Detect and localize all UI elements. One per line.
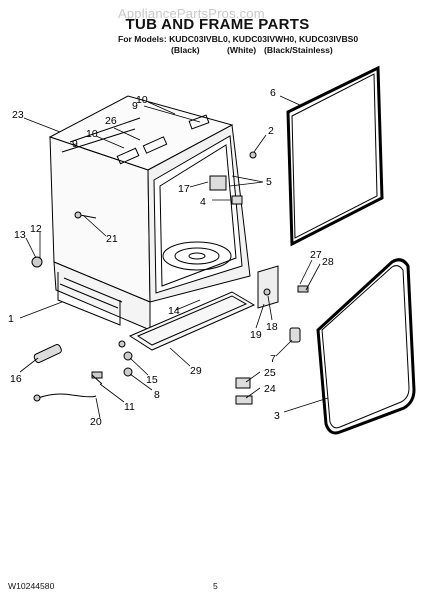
part-16 — [33, 344, 62, 364]
callout: 20 — [90, 416, 102, 428]
color-black: (Black) — [171, 45, 200, 55]
callout: 7 — [270, 353, 276, 365]
callout: 5 — [266, 176, 272, 188]
document-number: W10244580 — [8, 581, 55, 591]
callout: 1 — [8, 313, 14, 325]
callout: 12 — [30, 223, 42, 235]
callout: 9 — [72, 138, 78, 150]
callout: 10 — [86, 128, 98, 140]
callout: 18 — [266, 321, 278, 333]
callout: 4 — [200, 196, 206, 208]
part-20-wire — [37, 393, 97, 399]
callout: 17 — [178, 183, 190, 195]
callout: 10 — [136, 94, 148, 106]
callout: 13 — [14, 229, 26, 241]
callout: 24 — [264, 383, 276, 395]
callout: 28 — [322, 256, 334, 268]
callout: 8 — [154, 389, 160, 401]
model-list: For Models: KUDC03IVBL0, KUDC03IVWH0, KU… — [118, 34, 359, 44]
hinge-bracket — [257, 265, 279, 309]
callout: 6 — [270, 87, 276, 99]
callout: 19 — [250, 329, 262, 341]
watermark: AppliancePartsPros.com — [118, 6, 265, 21]
leader-lines — [19, 95, 329, 419]
callout: 2 — [268, 125, 274, 137]
callout: 9 — [132, 100, 138, 112]
callout: 26 — [105, 115, 117, 127]
callout: 21 — [106, 233, 118, 245]
callout-labels: 23 10 9 26 10 9 2 6 17 5 4 21 13 12 27 2… — [8, 87, 334, 428]
page-title: TUB AND FRAME PARTS — [125, 16, 310, 33]
callout: 23 — [12, 109, 24, 121]
callout: 3 — [274, 410, 280, 422]
callout: 11 — [124, 401, 135, 413]
base-plate — [128, 291, 256, 351]
callout: 15 — [146, 374, 158, 386]
callout: 27 — [310, 249, 322, 261]
page-number: 5 — [213, 581, 218, 591]
tub-gasket — [316, 258, 416, 435]
color-white: (White) — [227, 45, 257, 55]
callout: 29 — [190, 365, 202, 377]
callout: 14 — [168, 305, 180, 317]
color-black-stainless: (Black/Stainless) — [264, 45, 333, 55]
callout: 25 — [264, 367, 276, 379]
tub-assembly — [48, 95, 251, 331]
door-seal — [286, 65, 384, 247]
callout: 16 — [10, 373, 22, 385]
